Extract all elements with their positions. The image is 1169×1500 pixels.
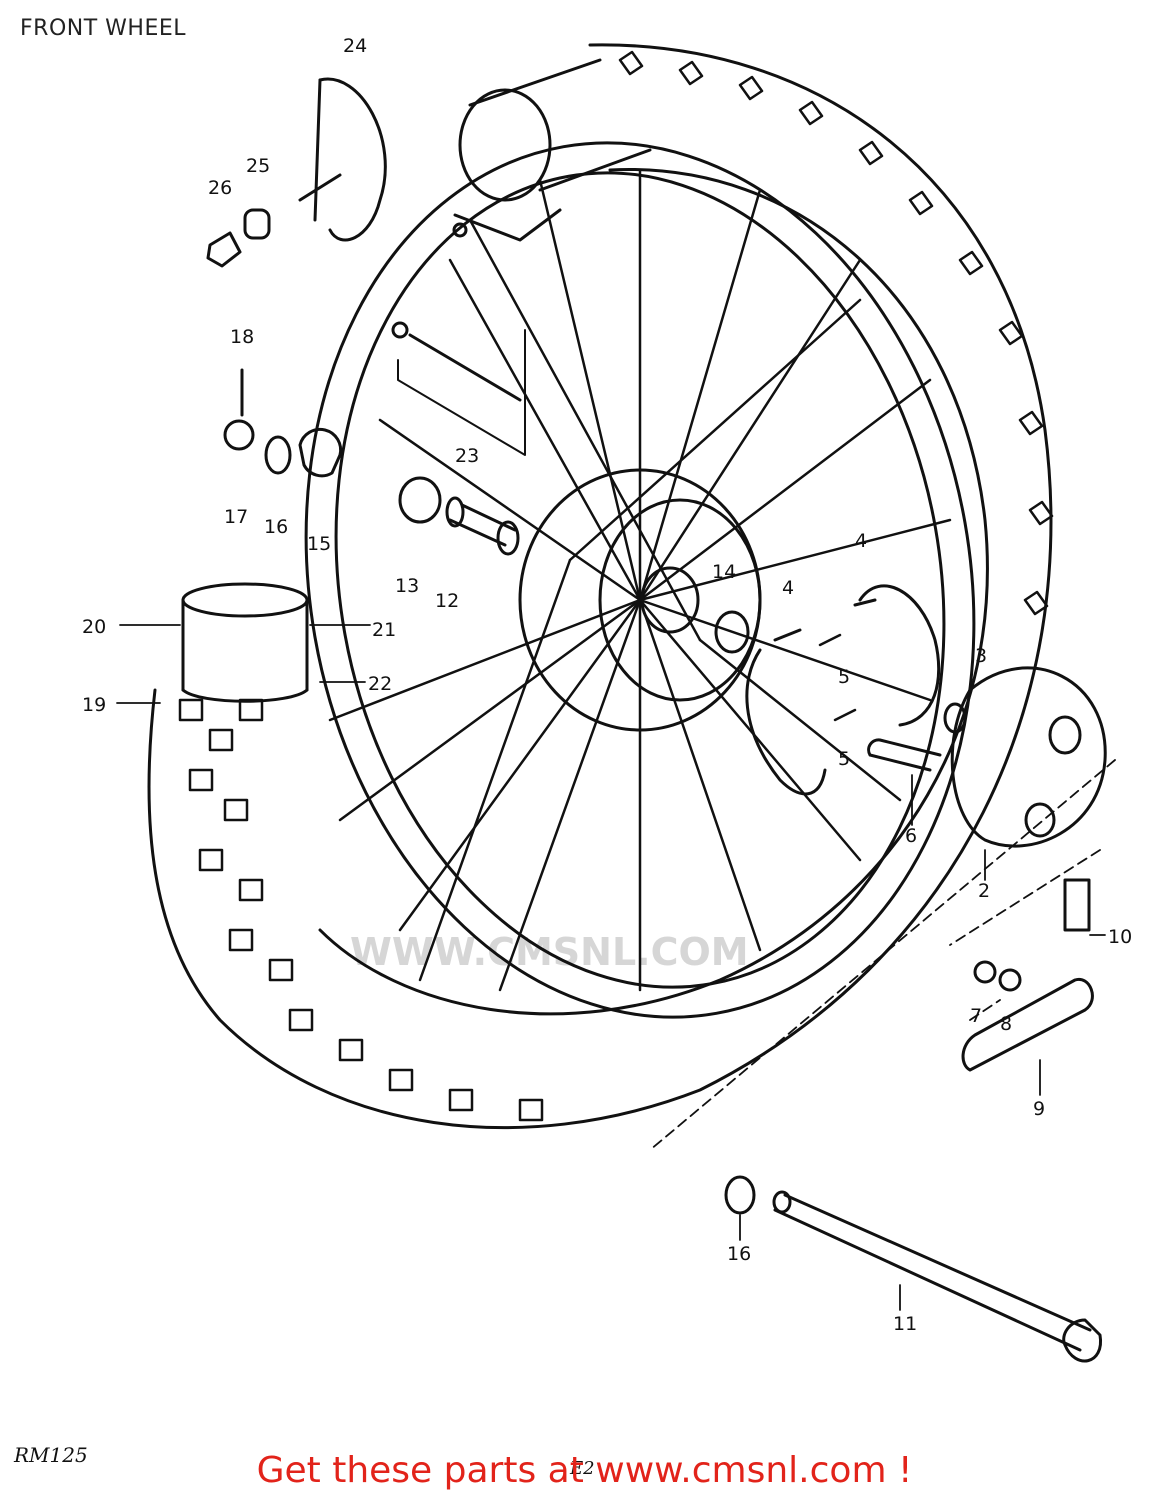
axle-assembly <box>724 1175 1103 1363</box>
callout-5-upper: 5 <box>838 666 850 688</box>
callout-7: 7 <box>970 1005 982 1027</box>
callout-9: 9 <box>1033 1098 1045 1120</box>
rim-outer <box>304 141 976 1019</box>
bearing-and-spacer <box>398 476 520 556</box>
callout-10: 10 <box>1108 926 1132 948</box>
callout-4-lower: 4 <box>782 577 794 599</box>
hub-body <box>598 498 762 702</box>
callout-5-lower: 5 <box>838 748 850 770</box>
brake-shoes <box>745 584 941 796</box>
callout-22: 22 <box>368 673 392 695</box>
inner-tube-section <box>181 582 309 703</box>
model-code: RM125 <box>14 1443 88 1467</box>
tube-section-top <box>453 58 652 242</box>
callout-2: 2 <box>978 880 990 902</box>
rim-inner <box>334 171 946 989</box>
callout-25: 25 <box>246 155 270 177</box>
callout-3: 3 <box>975 645 987 667</box>
callout-21: 21 <box>372 619 396 641</box>
rim-lock-assembly <box>206 77 387 268</box>
hub-bore <box>640 566 700 634</box>
brake-springs <box>818 633 857 722</box>
callout-6: 6 <box>905 825 917 847</box>
callout-24: 24 <box>343 35 367 57</box>
callout-13: 13 <box>395 575 419 597</box>
spoke-set <box>391 222 526 456</box>
callout-16-hub: 16 <box>264 516 288 538</box>
callout-16-axle: 16 <box>727 1243 751 1265</box>
callout-15: 15 <box>307 533 331 555</box>
callout-26: 26 <box>208 177 232 199</box>
callout-labels: 24 25 26 18 17 16 15 23 13 12 14 4 4 5 5… <box>82 35 1132 1335</box>
callout-8: 8 <box>1000 1013 1012 1035</box>
callout-17: 17 <box>224 506 248 528</box>
footer-link[interactable]: Get these parts at www.cmsnl.com ! <box>256 1450 913 1491</box>
page-title: FRONT WHEEL <box>20 16 186 41</box>
leader-lines <box>649 759 1116 1151</box>
tire-outline <box>147 43 1053 1130</box>
callout-20: 20 <box>82 616 106 638</box>
page-code: E2 <box>570 1458 595 1479</box>
callout-23: 23 <box>455 445 479 467</box>
hub-bolt <box>714 610 750 654</box>
brake-cam <box>867 738 942 772</box>
brake-panel <box>943 666 1107 848</box>
spokes <box>328 168 952 992</box>
callout-ticks <box>116 624 1106 1311</box>
callout-19: 19 <box>82 694 106 716</box>
callout-14: 14 <box>712 561 736 583</box>
callout-18: 18 <box>230 326 254 348</box>
brake-lever-assembly <box>961 878 1094 1072</box>
callout-11: 11 <box>893 1313 917 1335</box>
callout-12: 12 <box>435 590 459 612</box>
tire-inner-edge <box>318 168 989 1016</box>
hub-small-parts <box>223 368 343 478</box>
callout-4-upper: 4 <box>855 530 867 552</box>
tire-tread <box>178 50 1054 1122</box>
